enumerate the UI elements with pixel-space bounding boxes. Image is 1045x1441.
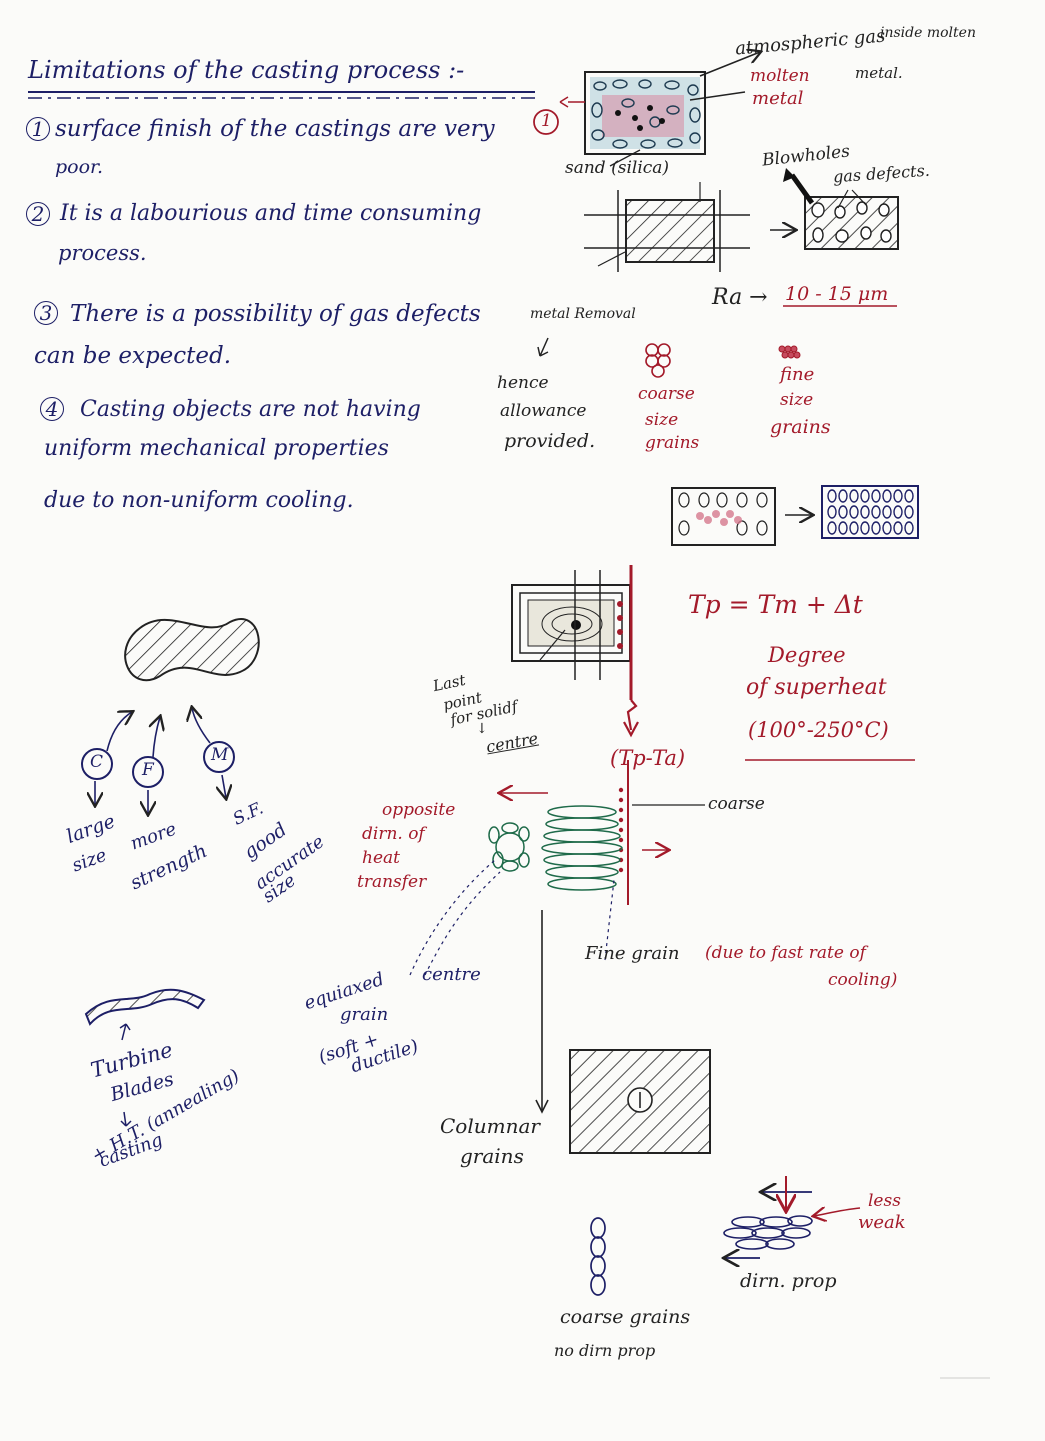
label-last-point-4: ↓ [476, 721, 488, 737]
point-3-number: 3 [34, 301, 58, 325]
label-metal: metal. [855, 64, 903, 82]
label-fine-1: fine [780, 364, 815, 385]
label-equiaxed-2: grain [340, 1004, 389, 1025]
label-no-dirn-prop: no dirn prop [554, 1341, 656, 1360]
label-fine-grain-reason: (due to fast rate of [705, 943, 866, 963]
label-coarse-3: grains [645, 433, 700, 453]
machined-block [584, 182, 750, 272]
label-ra: Ra → [712, 285, 768, 310]
label-ra-value: 10 - 15 μm [785, 283, 889, 305]
c-circle [81, 748, 113, 780]
point-2-number: 2 [26, 202, 50, 226]
c-label: C [90, 752, 104, 772]
label-cooling: cooling) [828, 970, 898, 990]
point-2-text-cont: process. [58, 241, 147, 265]
columnar-grains [488, 805, 623, 891]
label-columnar: Columnar [440, 1114, 540, 1138]
hatched-block-bottom [569, 1049, 711, 1154]
label-of-superheat: of superheat [746, 675, 887, 700]
turbine-blade [84, 988, 206, 1026]
label-allowance: allowance [500, 401, 587, 421]
mould-cross-section [511, 570, 631, 680]
label-provided: provided. [504, 430, 596, 452]
point-1-circle [533, 109, 559, 135]
label-inside-molten: inside molten [880, 25, 976, 41]
point-1-number: 1 [26, 117, 50, 141]
gas-defect-block [783, 168, 899, 250]
label-weak: weak [858, 1212, 906, 1233]
label-tp-ta: (Tp-Ta) [610, 746, 686, 770]
point-4-text-cont2: due to non-uniform cooling. [44, 488, 354, 513]
label-opposite-2: dirn. of [362, 824, 425, 844]
label-degree: Degree [768, 643, 846, 667]
superheat-formula: Tp = Tm + Δt [688, 590, 863, 619]
label-hence: hence [497, 373, 549, 393]
label-molten: molten [750, 66, 810, 86]
label-sand-silica: sand (silica) [565, 158, 670, 178]
label-columnar-grains: grains [460, 1144, 524, 1168]
label-fine-2: size [780, 390, 814, 410]
label-coarse-1: coarse [638, 384, 695, 404]
label-fine-grain: Fine grain [585, 943, 680, 964]
label-molten-metal: metal [752, 88, 804, 109]
label-coarse-grains: coarse grains [560, 1306, 691, 1328]
point-4-number: 4 [40, 397, 64, 421]
grain-refinement-diagram [671, 485, 919, 546]
label-circle-1: 1 [541, 111, 552, 131]
page-title: Limitations of the casting process :- [28, 56, 465, 84]
casting-blob [124, 618, 260, 682]
label-dirn-prop: dirn. prop [740, 1270, 837, 1292]
label-metal-removal: metal Removal [530, 306, 636, 322]
f-circle [132, 756, 164, 788]
label-centre: centre [422, 964, 481, 985]
directional-grains [724, 1176, 861, 1258]
fine-grain-icon [778, 345, 801, 359]
point-4-text: Casting objects are not having [80, 397, 421, 422]
label-fine-3: grains [770, 416, 831, 438]
point-1-text-cont: poor. [55, 156, 104, 178]
label-opposite-4: transfer [357, 872, 427, 892]
label-opposite-1: opposite [382, 800, 456, 820]
label-opposite-3: heat [362, 848, 400, 868]
point-3-text: There is a possibility of gas defects [70, 301, 481, 327]
label-coarse-2: size [645, 410, 679, 430]
label-coarse: coarse [708, 794, 765, 814]
point-2-text: It is a labourious and time consuming [60, 201, 482, 226]
coarse-grain-stack [590, 1217, 606, 1296]
f-label: F [142, 760, 154, 780]
label-superheat-range: (100°-250°C) [748, 718, 889, 742]
point-4-text-cont: uniform mechanical properties [44, 436, 389, 461]
mould-diagram [559, 52, 760, 167]
coarse-grain-icon [645, 343, 671, 378]
m-label: M [211, 745, 229, 765]
point-1-text: surface finish of the castings are very [55, 116, 495, 142]
point-3-text-cont: can be expected. [34, 343, 232, 369]
label-less: less [868, 1191, 901, 1211]
m-circle [203, 741, 235, 773]
